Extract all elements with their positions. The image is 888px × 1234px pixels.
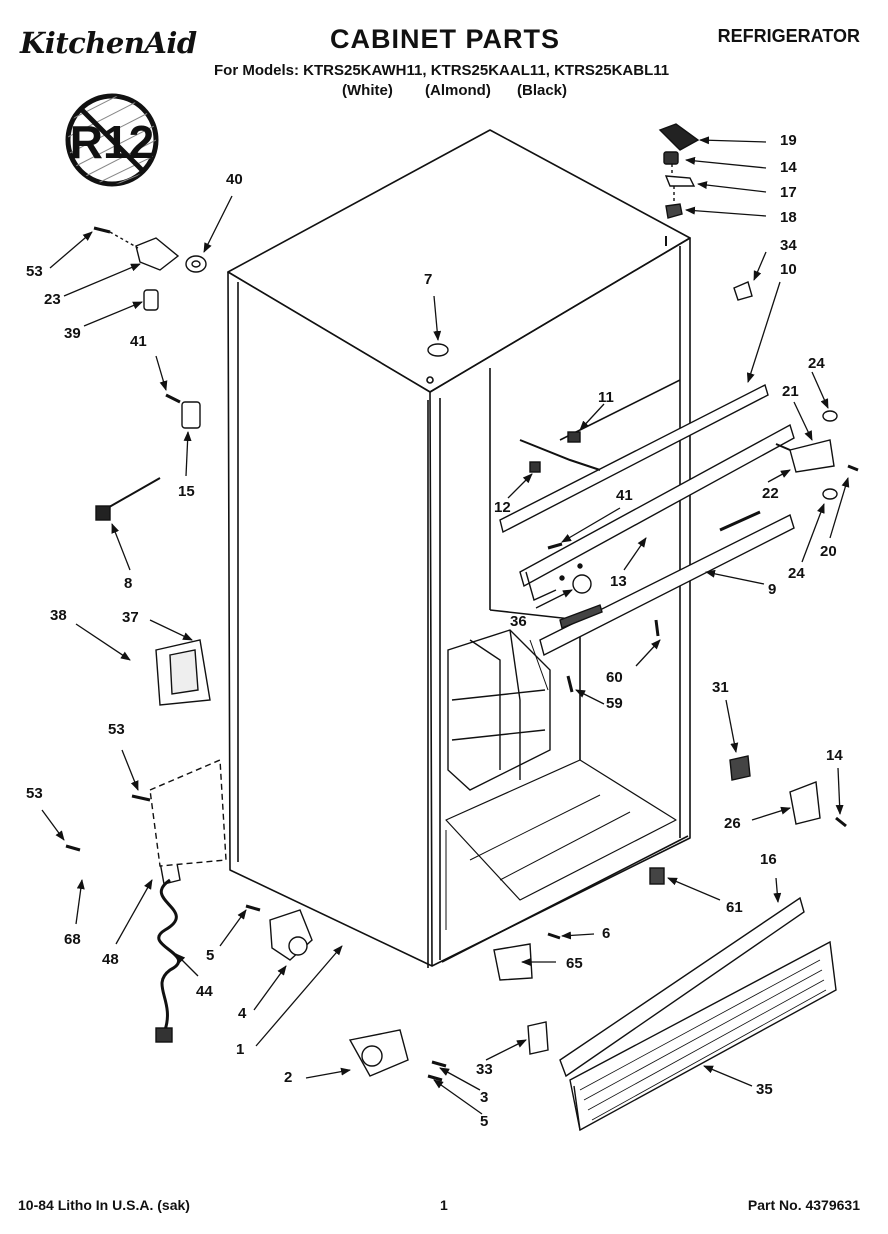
callout-5-bottom: 5: [480, 1113, 489, 1130]
callout-22: 22: [762, 485, 779, 502]
callout-37: 37: [122, 609, 139, 626]
callout-65: 65: [566, 955, 583, 972]
misc-hardware: [65, 281, 859, 1082]
callout-4: 4: [238, 1005, 247, 1022]
callout-20: 20: [820, 543, 837, 560]
callout-40: 40: [226, 171, 243, 188]
callout-19: 19: [780, 132, 797, 149]
base-grille: [559, 896, 837, 1132]
callout-26: 26: [724, 815, 741, 832]
callout-44: 44: [196, 983, 213, 1000]
callout-60: 60: [606, 669, 623, 686]
callout-5-left: 5: [206, 947, 215, 964]
callout-48: 48: [102, 951, 119, 968]
callout-24-top: 24: [808, 355, 825, 372]
callout-3: 3: [480, 1089, 489, 1106]
product-type: REFRIGERATOR: [717, 26, 860, 46]
callout-41-left: 41: [130, 333, 147, 350]
callout-24-bottom: 24: [788, 565, 805, 582]
callout-31: 31: [712, 679, 729, 696]
callout-36: 36: [510, 613, 527, 630]
callout-8: 8: [124, 575, 133, 592]
callout-41-mid: 41: [616, 487, 633, 504]
callout-14-top: 14: [780, 159, 797, 176]
callout-2: 2: [284, 1069, 293, 1086]
callout-11: 11: [598, 389, 614, 406]
callout-6: 6: [602, 925, 611, 942]
callout-38: 38: [50, 607, 67, 624]
callout-39: 39: [64, 325, 81, 342]
callout-1: 1: [236, 1041, 245, 1058]
part-number: Part No. 4379631: [747, 1197, 860, 1213]
left-top-hardware: [93, 226, 207, 311]
callout-14-bottom: 14: [826, 747, 843, 764]
callout-53-bottom: 53: [26, 785, 43, 802]
evaporator-housing: [447, 629, 551, 791]
callout-16: 16: [760, 851, 777, 868]
callout-17: 17: [780, 184, 797, 201]
callout-53-top: 53: [26, 263, 43, 280]
leader-lines: [41, 136, 850, 1115]
brand-logo: KitchenAid: [20, 26, 197, 60]
callout-33: 33: [476, 1061, 493, 1078]
callout-35: 35: [756, 1081, 773, 1098]
callout-21: 21: [782, 383, 799, 400]
callout-61: 61: [726, 899, 743, 916]
variant-almond: (Almond): [425, 82, 491, 99]
top-hinge-parts: [658, 123, 700, 219]
callout-34: 34: [780, 237, 797, 254]
callout-10: 10: [780, 261, 797, 278]
mullion-rails: [499, 383, 795, 657]
variant-black: (Black): [517, 82, 568, 99]
callout-23: 23: [44, 291, 61, 308]
callout-18: 18: [780, 209, 797, 226]
callout-53-mid: 53: [108, 721, 125, 738]
page-title: CABINET PARTS: [330, 24, 561, 54]
callout-9: 9: [768, 581, 777, 598]
variant-white: (White): [342, 82, 393, 99]
callout-7: 7: [424, 271, 433, 288]
no-r12-badge: R12: [65, 93, 159, 187]
cabinet-shell: [227, 129, 691, 968]
callout-59: 59: [606, 695, 623, 712]
callout-13: 13: [610, 573, 627, 590]
callout-12: 12: [494, 499, 511, 516]
callout-68: 68: [64, 931, 81, 948]
models-line: For Models: KTRS25KAWH11, KTRS25KAAL11, …: [214, 62, 670, 79]
page-number: 1: [440, 1197, 448, 1213]
callout-15: 15: [178, 483, 195, 500]
print-info: 10-84 Litho In U.S.A. (sak): [18, 1197, 190, 1213]
